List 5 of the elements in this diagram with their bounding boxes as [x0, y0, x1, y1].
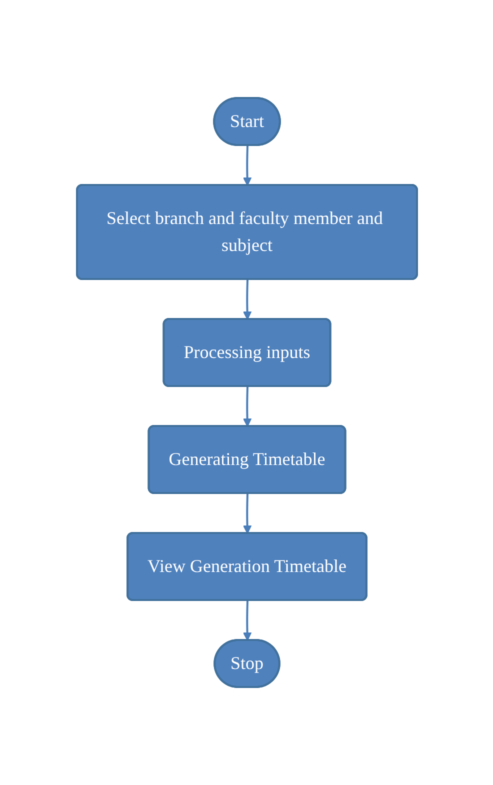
arrow: [242, 279, 252, 320]
arrow: [242, 493, 252, 534]
arrow: [242, 600, 252, 641]
arrow: [242, 386, 252, 427]
arrow: [242, 145, 252, 186]
